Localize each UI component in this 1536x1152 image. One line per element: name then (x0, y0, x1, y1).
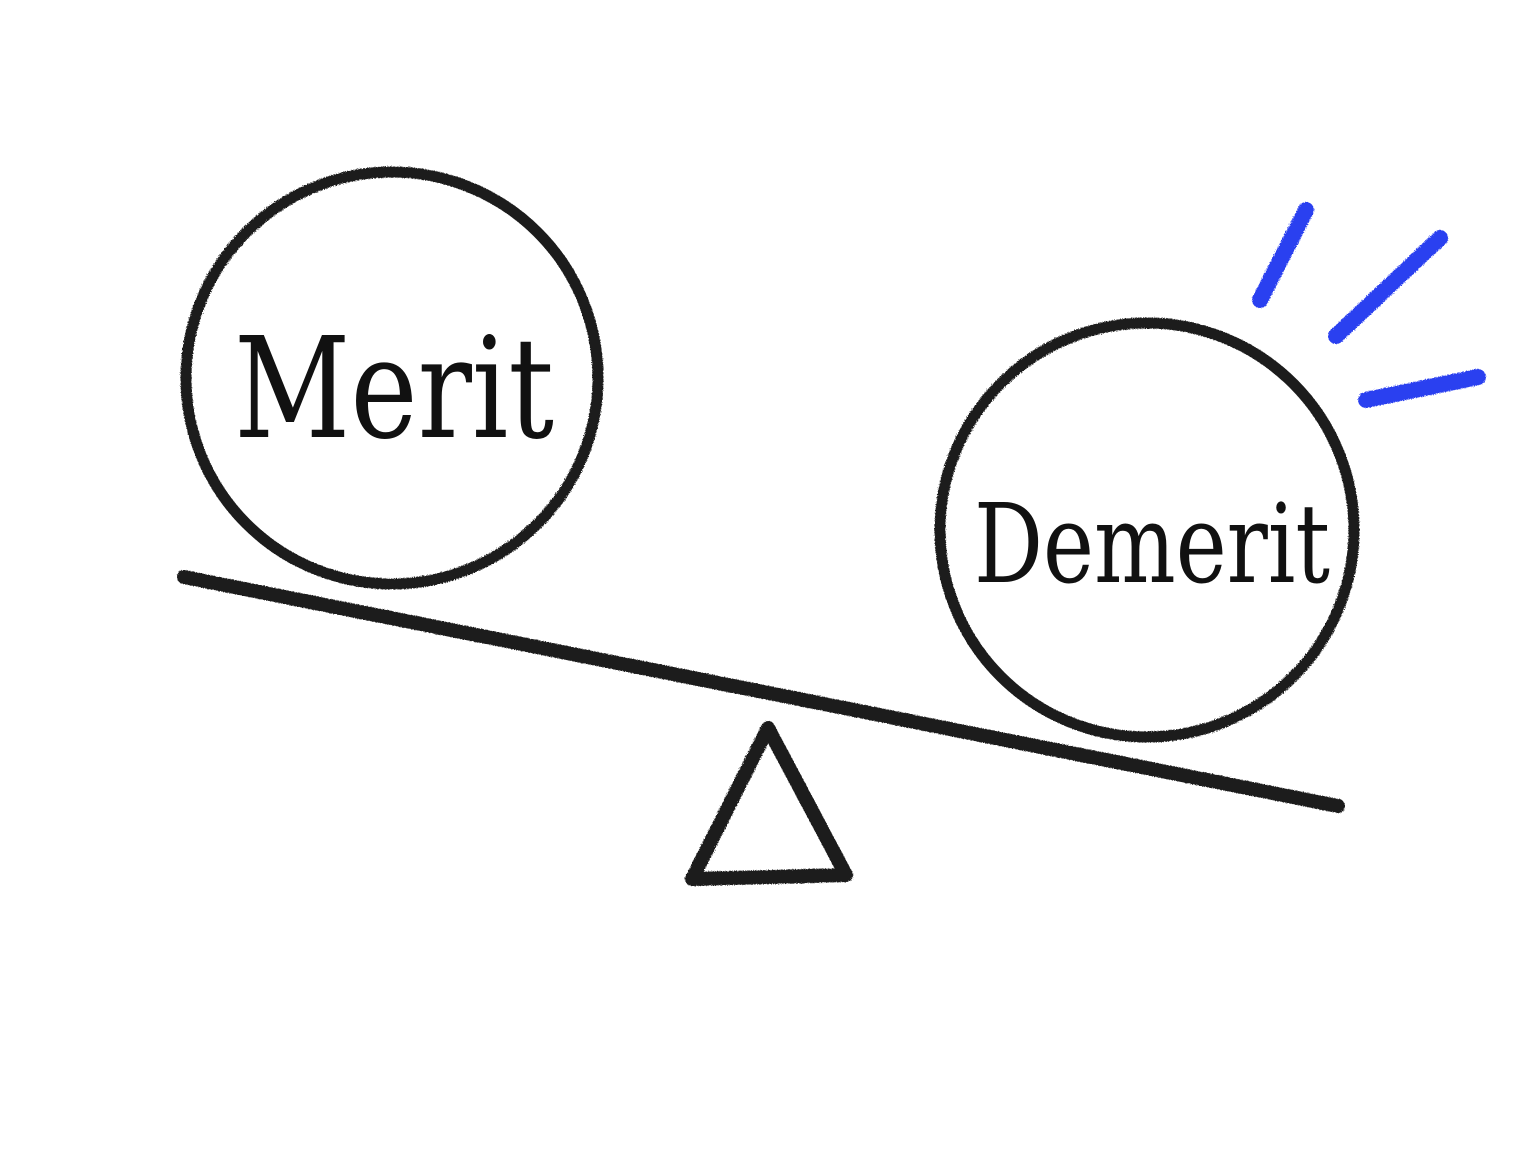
fulcrum-triangle (685, 721, 853, 886)
demerit-label: Demerit (974, 480, 1330, 608)
emphasis-lines-icon (1252, 202, 1486, 408)
seesaw-beam (177, 570, 1345, 813)
demerit-circle (934, 317, 1360, 743)
merit-label: Merit (234, 308, 554, 471)
merit-circle (180, 166, 604, 590)
